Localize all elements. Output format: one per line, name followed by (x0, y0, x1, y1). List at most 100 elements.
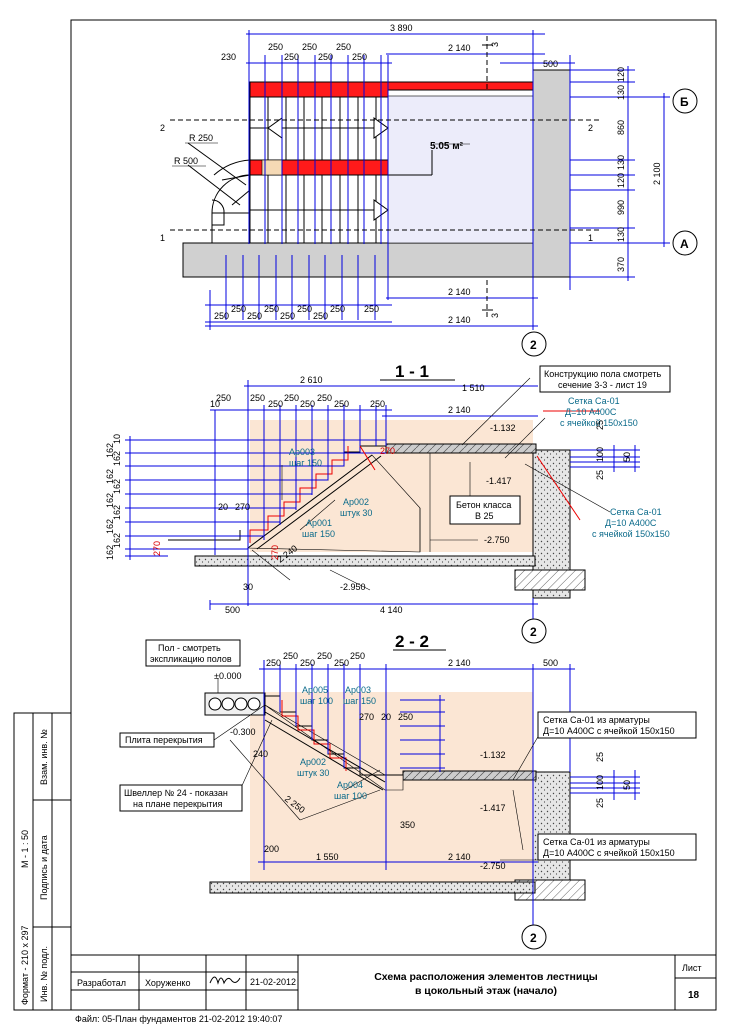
plan-dim-2140-b2: 2 140 (448, 315, 471, 325)
footer-file-info: Файл: 05-План фундаментов 21-02-2012 19:… (75, 1014, 282, 1024)
s22-floor-note-line-2: экспликацию полов (150, 654, 232, 664)
s11-dim-500: 500 (225, 605, 240, 615)
s22-dim-top-1: 250 (283, 651, 298, 661)
signature (209, 976, 241, 985)
title-block-frame (70, 954, 717, 1011)
s22-dim-2140: 2 140 (448, 658, 471, 668)
s22-mesh1-line-2: Д=10 А400С с ячейкой 150x150 (543, 726, 675, 736)
section-2-2 (204, 649, 640, 950)
cut-3-top: 3 (490, 42, 500, 47)
s11-dim-top-8: 250 (370, 399, 385, 409)
s11-floor-note-line-1: Конструкцию пола смотреть (544, 369, 662, 379)
s22-slab-box (119, 732, 215, 748)
titleblock-date: 21-02-2012 (250, 977, 296, 987)
s11-dim-left-4: 162 (112, 479, 122, 494)
axis-2-plan-label: 2 (530, 338, 537, 352)
plan-dim-right-0: 120 (616, 67, 626, 82)
plan-dim-bottom-8: 250 (364, 304, 379, 314)
s11-dim-top-2: 250 (250, 393, 265, 403)
s11-dim-top-6: 250 (317, 393, 332, 403)
s22-level-0: ±0.000 (214, 671, 241, 681)
plan-dim-right-4: 120 (616, 173, 626, 188)
plan-dim-top-6: 250 (352, 52, 367, 62)
s22-mesh2-line-2: Д=10 А400С с ячейкой 150x150 (543, 848, 675, 858)
s11-dim-1510: 1 510 (462, 383, 485, 393)
axis-a-label: А (680, 237, 689, 251)
s11-mesh2-line-3: с ячейкой 150x150 (592, 529, 670, 539)
plan-dim-right-2: 860 (616, 120, 626, 135)
plan-dim-top-0: 230 (221, 52, 236, 62)
s22-level-2750: -2.750 (480, 861, 506, 871)
s22-level-0300: -0.300 (230, 727, 256, 737)
s11-dim-top-0: 10 (210, 399, 220, 409)
s11-dim-270-red-a: 270 (152, 541, 162, 556)
s22-ar004-code: Ар004 (337, 780, 363, 790)
s22-dim-250: 250 (398, 712, 413, 722)
plan-dim-right-3: 130 (616, 155, 626, 170)
sidebar-scale: М - 1 : 50 (20, 830, 30, 868)
s11-mesh2-line-2: Д=10 А400С (605, 518, 657, 528)
s22-right-dim-2: 25 (595, 798, 605, 808)
s11-floor-note-line-2: сечение 3-3 - лист 19 (558, 380, 647, 390)
section-1-1 (125, 377, 640, 644)
plan-dim-bottom-6: 250 (313, 311, 328, 321)
s22-mesh1-box (537, 711, 697, 739)
titleblock-title-line-2: в цокольный этаж (начало) (415, 985, 557, 997)
s22-dim-top-5: 250 (350, 651, 365, 661)
s11-ar003-step: шаг 150 (289, 458, 322, 468)
s22-ar005-code: Ар005 (302, 685, 328, 695)
s11-mesh1-line-2: Д=10 А400С (565, 407, 617, 417)
s22-dim-top-4: 250 (334, 658, 349, 668)
s22-axis-2-label: 2 (530, 931, 537, 945)
s11-dim-20: 20 (218, 502, 228, 512)
stair-plan (170, 30, 698, 357)
s11-concrete-line-1: Бетон класса (456, 500, 511, 510)
s11-dim-left-2: 162 (112, 451, 122, 466)
s11-mesh1-line-1: Сетка Са-01 (568, 396, 620, 406)
cut-2-right: 2 (588, 123, 593, 133)
s22-level-1417: -1.417 (480, 803, 506, 813)
s11-level-2950: -2.950 (340, 582, 366, 592)
s22-ar002-count: штук 30 (297, 768, 329, 778)
plan-dim-bottom-4: 250 (280, 311, 295, 321)
s11-dim-270-red-b: 270 (270, 545, 280, 560)
cut-1-left: 1 (160, 233, 165, 243)
s22-level-1132: -1.132 (480, 750, 506, 760)
s11-dim-2610: 2 610 (300, 375, 323, 385)
s22-floor-note-line-1: Пол - смотреть (158, 643, 221, 653)
plan-dim-right-1: 130 (616, 85, 626, 100)
sidebar-vzam: Взам. инв. № (39, 729, 49, 785)
s11-axis-2-label: 2 (530, 625, 537, 639)
s22-floor-note-box (145, 639, 241, 667)
plan-dim-top-5: 250 (336, 42, 351, 52)
s22-dim-1550: 1 550 (316, 852, 339, 862)
plan-dim-bottom-1: 250 (231, 304, 246, 314)
plan-dim-bottom-5: 250 (297, 304, 312, 314)
s22-dim-top-3: 250 (317, 651, 332, 661)
s11-dim-30: 30 (243, 582, 253, 592)
s22-slab-label: Плита перекрытия (125, 735, 203, 745)
s11-dim-left-1: 162 (105, 443, 115, 458)
s22-ar004-step: шаг 100 (334, 791, 367, 801)
s22-dim-2250: 2 250 (283, 794, 307, 816)
plan-dim-bottom-3: 250 (264, 304, 279, 314)
s11-mesh1-line-3: с ячейкой 150x150 (560, 418, 638, 428)
s22-channel-line-2: на плане перекрытия (133, 799, 223, 809)
s11-ar001-code: Ар001 (306, 518, 332, 528)
s11-dim-4140: 4 140 (380, 605, 403, 615)
s22-right-dim-1: 100 (595, 775, 605, 790)
s11-dim-left-9: 162 (105, 545, 115, 560)
titleblock-sheet-label: Лист (682, 963, 702, 973)
s22-dim-350: 350 (400, 820, 415, 830)
s11-ar002-code: Ар002 (343, 497, 369, 507)
sidebar-podpis: Подпись и дата (39, 835, 49, 900)
plan-dim-top-3: 250 (302, 42, 317, 52)
s22-dim-top-0: 250 (266, 658, 281, 668)
s11-dim-left-3: 162 (105, 469, 115, 484)
sidebar-format: Формат - 210 x 297 (20, 925, 30, 1005)
s11-dim-top-3: 250 (268, 399, 283, 409)
s22-dim-270: 270 (359, 712, 374, 722)
s11-dim-left-7: 162 (105, 519, 115, 534)
titleblock-role: Разработал (77, 978, 126, 988)
